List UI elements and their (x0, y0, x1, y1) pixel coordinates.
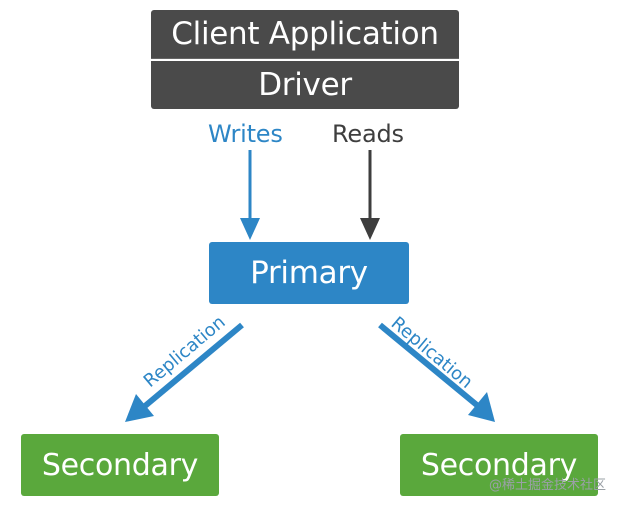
replication-arrow-right (378, 322, 495, 422)
reads-label: Reads (332, 120, 404, 148)
writes-label: Writes (208, 120, 283, 148)
secondary-right-label: Secondary (420, 447, 578, 483)
replication-left-label: Replication (140, 312, 230, 392)
secondary-box-left: Secondary (21, 434, 219, 496)
writes-arrow (240, 150, 260, 240)
reads-arrow (360, 150, 380, 240)
secondary-box-right: Secondary (400, 434, 598, 496)
replication-right-label: Replication (387, 313, 477, 393)
secondary-left-label: Secondary (41, 447, 199, 483)
watermark: @稀土掘金技术社区 (488, 478, 606, 493)
replication-arrow-left (125, 322, 244, 422)
client-application-box: Client Application (151, 10, 459, 59)
client-application-label: Client Application (171, 16, 439, 52)
driver-label: Driver (258, 67, 352, 103)
primary-label: Primary (250, 255, 368, 291)
driver-box: Driver (151, 61, 459, 109)
primary-box: Primary (209, 242, 409, 304)
